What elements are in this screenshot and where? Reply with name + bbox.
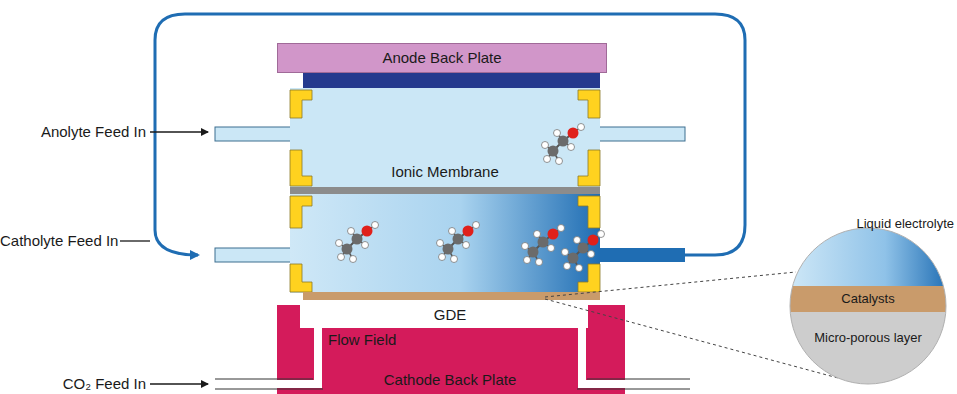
part-label: Anolyte Feed In [0, 123, 146, 140]
node-label: Cathode Back Plate [384, 371, 517, 388]
part-label: Flow Field [328, 331, 448, 348]
part-label: Liquid electrolyte [840, 217, 954, 232]
part-label: Catholyte Feed In [0, 232, 118, 249]
layer-band: Catalysts [800, 286, 936, 312]
part-label: CO₂ Feed In [0, 375, 146, 392]
part-label: Ionic Membrane [290, 163, 600, 180]
back-plate: Cathode Back Plate [330, 366, 570, 393]
back-plate: Anode Back Plate [277, 43, 607, 73]
part-label: GDE [400, 306, 500, 323]
node-label: Catalysts [841, 292, 894, 307]
node-label: Anode Back Plate [382, 49, 501, 66]
layer-band: Micro-porous layer [809, 314, 927, 362]
node-label: Micro-porous layer [814, 331, 922, 346]
